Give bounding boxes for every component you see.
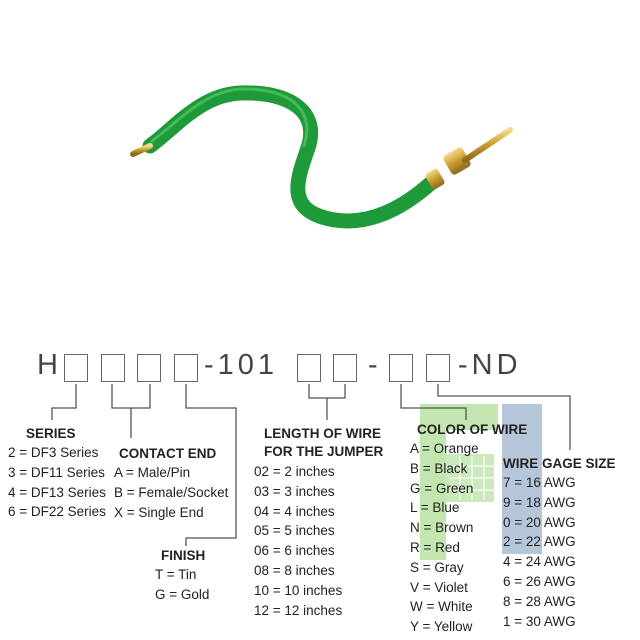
contact-end-item: B = Female/Socket	[114, 484, 229, 500]
length-item: 05 = 5 inches	[254, 523, 335, 539]
length-item: 06 = 6 inches	[254, 543, 335, 559]
gage-item: 1 = 30 AWG	[503, 613, 576, 629]
wire-left-end	[130, 143, 153, 157]
color-item: N = Brown	[410, 520, 474, 536]
pn-suffix: -ND	[458, 349, 522, 381]
color-item: G = Green	[410, 480, 474, 496]
series-heading: SERIES	[26, 426, 76, 441]
contact-end-box-1	[101, 354, 125, 382]
color-item: A = Orange	[410, 441, 479, 456]
series-item: 4 = DF13 Series	[8, 484, 106, 500]
color-box	[389, 354, 413, 382]
length-item: 10 = 10 inches	[254, 582, 343, 598]
finish-box	[174, 354, 198, 382]
digikey-logo-watermark	[420, 404, 542, 560]
finish-heading: FINISH	[161, 548, 206, 563]
length-item: 12 = 12 inches	[254, 602, 343, 618]
color-item: R = Red	[410, 539, 460, 555]
contact-end-box-2	[137, 354, 161, 382]
finish-connector	[185, 384, 237, 546]
series-item: 6 = DF22 Series	[8, 504, 106, 520]
gage-item: 8 = 28 AWG	[503, 593, 576, 609]
gage-item: 7 = 16 AWG	[503, 475, 576, 490]
color-list: A = Orange B = Black G = Green L = Blue …	[410, 439, 479, 637]
finish-list: T = Tin G = Gold	[155, 565, 209, 605]
length-connector	[308, 384, 346, 420]
length-list: 02 = 2 inches 03 = 3 inches 04 = 4 inche…	[254, 462, 342, 620]
gage-item: 4 = 24 AWG	[503, 554, 576, 570]
series-item: 2 = DF3 Series	[8, 445, 99, 460]
wire-highlight	[150, 87, 309, 148]
series-connector	[51, 384, 77, 420]
color-item: S = Gray	[410, 559, 464, 575]
pn-prefix: H	[37, 349, 58, 381]
gage-item: 2 = 22 AWG	[503, 534, 576, 550]
finish-item: G = Gold	[155, 586, 210, 602]
series-list: 2 = DF3 Series 3 = DF11 Series 4 = DF13 …	[8, 443, 106, 522]
contact-end-item: A = Male/Pin	[114, 465, 191, 480]
gage-heading: WIRE GAGE SIZE	[503, 456, 616, 471]
length-item: 02 = 2 inches	[254, 464, 335, 479]
color-heading: COLOR OF WIRE	[417, 422, 528, 437]
finish-item: T = Tin	[155, 567, 197, 582]
jumper-wire-image	[130, 85, 513, 229]
length-heading-line1: LENGTH OF WIRE	[264, 426, 381, 441]
length-item: 04 = 4 inches	[254, 503, 335, 519]
color-item: B = Black	[410, 460, 468, 476]
length-box-2	[333, 354, 357, 382]
gage-box	[426, 354, 450, 382]
gage-item: 0 = 20 AWG	[503, 514, 576, 530]
gage-item: 9 = 18 AWG	[503, 494, 576, 510]
contact-end-connector	[111, 384, 151, 438]
contact-end-list: A = Male/Pin B = Female/Socket X = Singl…	[114, 463, 228, 522]
pn-mid: -101	[204, 349, 279, 381]
length-heading-line2: FOR THE JUMPER	[264, 444, 384, 459]
gage-list: 7 = 16 AWG 9 = 18 AWG 0 = 20 AWG 2 = 22 …	[503, 473, 576, 631]
length-box-1	[297, 354, 321, 382]
length-item: 08 = 8 inches	[254, 562, 335, 578]
wire-body	[142, 85, 440, 229]
color-item: V = Violet	[410, 579, 468, 595]
color-item: L = Blue	[410, 500, 460, 516]
color-connector	[400, 384, 467, 420]
length-item: 03 = 3 inches	[254, 483, 335, 499]
series-item: 3 = DF11 Series	[8, 464, 105, 480]
color-item: W = White	[410, 599, 473, 615]
pin-contact	[425, 127, 513, 190]
contact-end-heading: CONTACT END	[119, 446, 217, 461]
color-item: Y = Yellow	[410, 619, 473, 635]
gage-item: 6 = 26 AWG	[503, 573, 576, 589]
pn-sep: -	[368, 349, 378, 381]
series-box	[64, 354, 88, 382]
gage-connector	[437, 384, 571, 450]
contact-end-item: X = Single End	[114, 504, 204, 520]
